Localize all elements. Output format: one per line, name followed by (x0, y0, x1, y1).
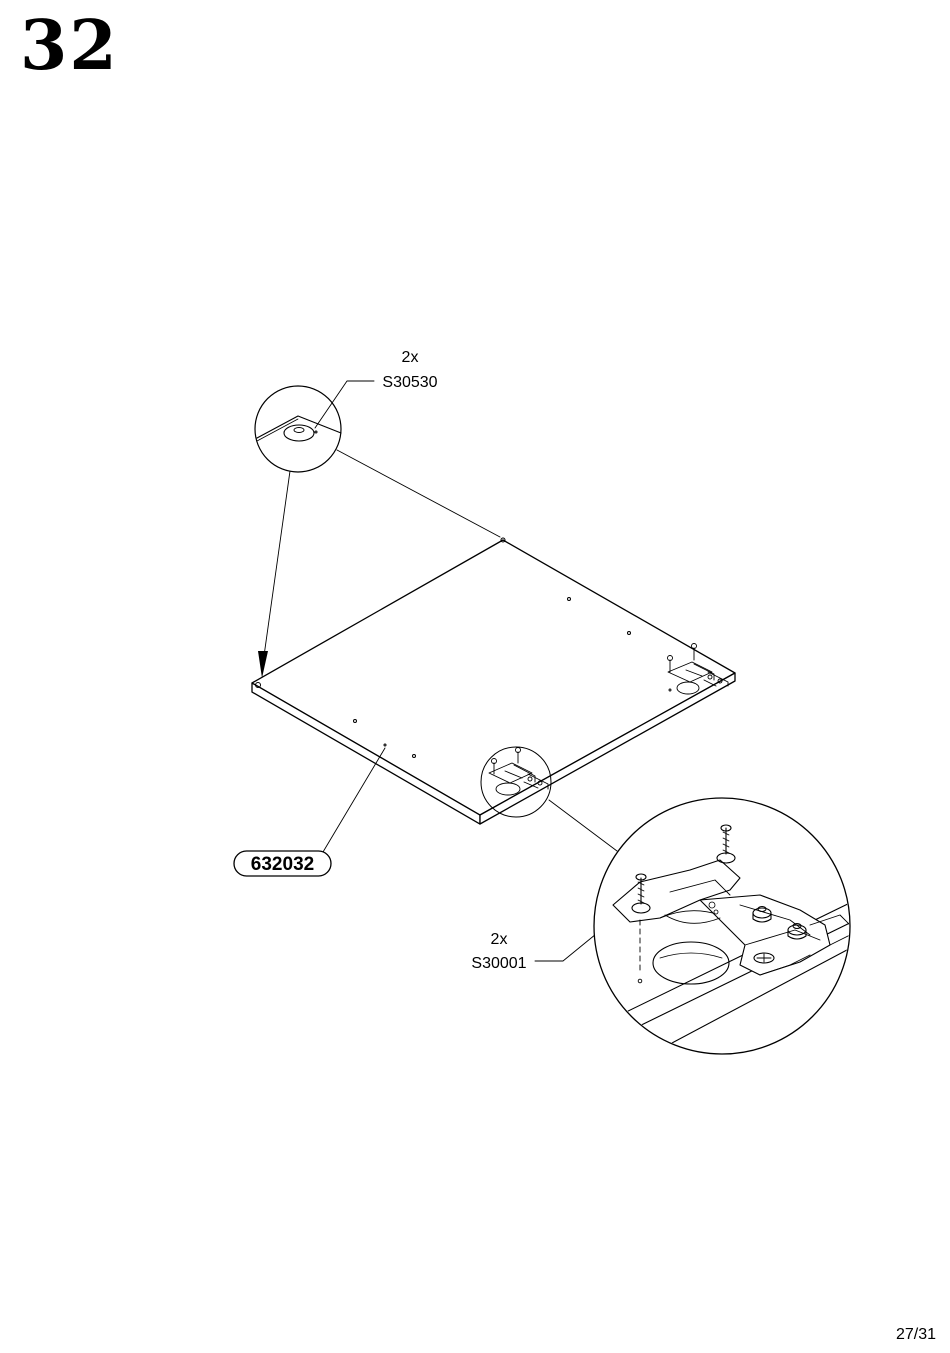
hinge-callout-qty: 2x (491, 931, 508, 948)
panel-part-number: 632032 (251, 854, 314, 875)
top-callout-qty: 2x (402, 349, 419, 366)
panel-part-badge: 632032 (234, 851, 331, 876)
hinge-callout-part: S30001 (471, 955, 526, 972)
arrow-icon (258, 651, 268, 678)
top-callout-part: S30530 (382, 374, 437, 391)
panel-illustration (252, 538, 735, 824)
detail-circle-hinge-large (594, 798, 860, 1060)
detail-circle-top (255, 386, 341, 472)
